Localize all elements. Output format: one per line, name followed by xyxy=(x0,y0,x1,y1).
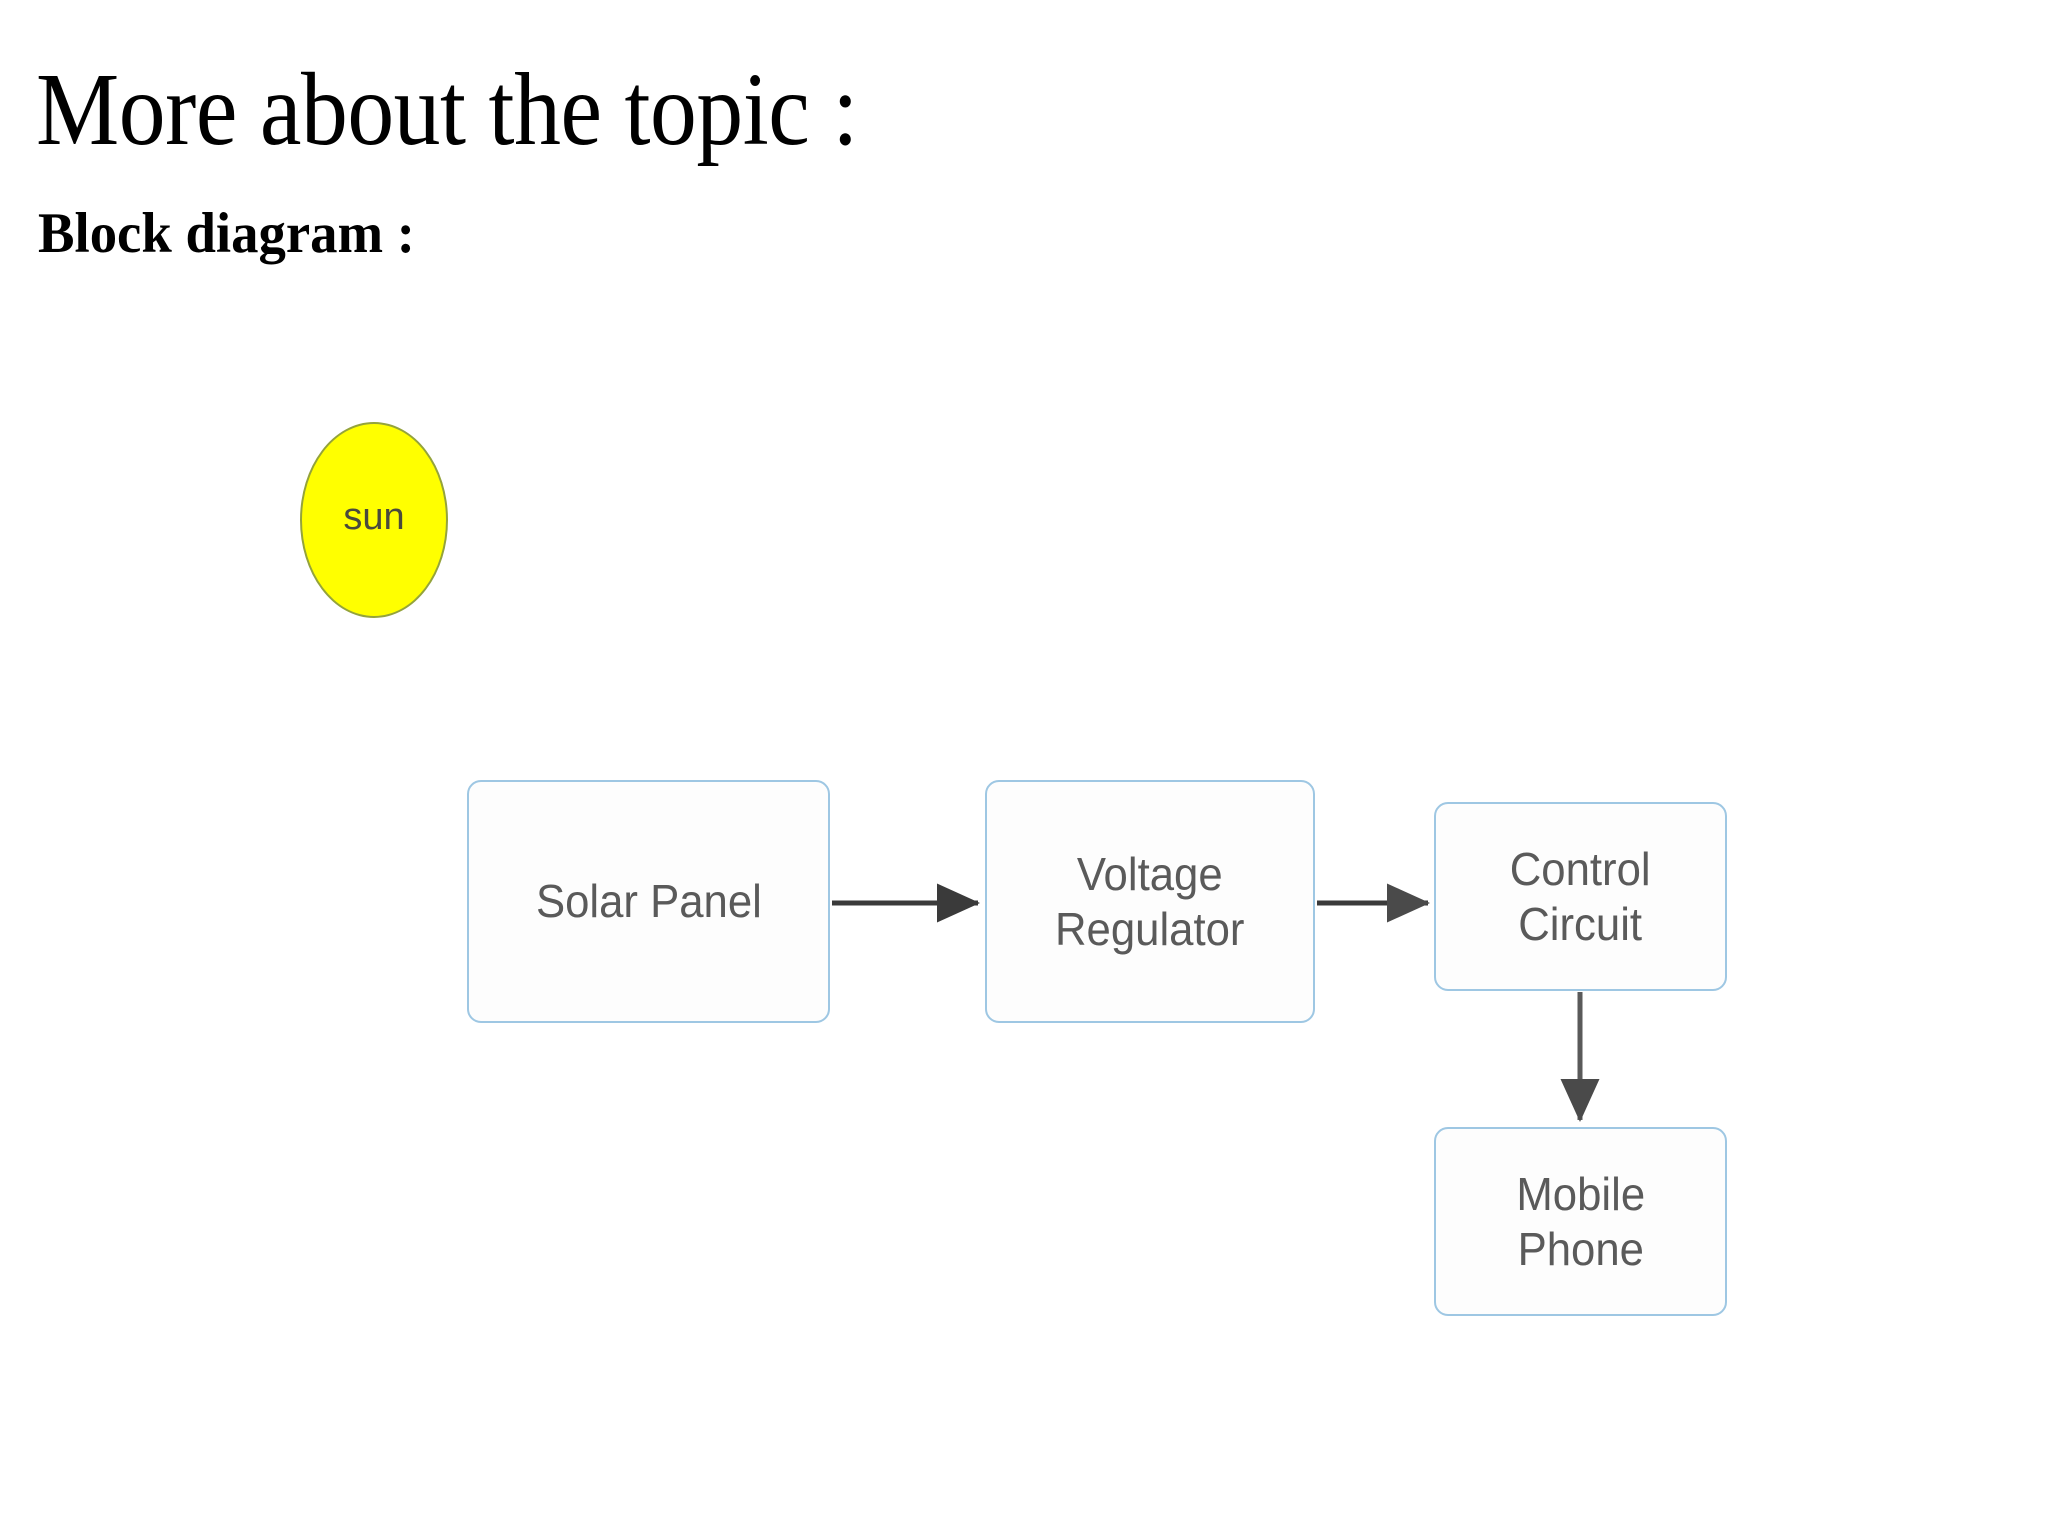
node-mobile-phone[interactable]: Mobile Phone xyxy=(1434,1127,1727,1316)
node-sun-label: sun xyxy=(343,496,405,539)
node-voltage-regulator[interactable]: Voltage Regulator xyxy=(985,780,1315,1023)
node-solar-panel[interactable]: Solar Panel xyxy=(467,780,830,1023)
node-solar-panel-label: Solar Panel xyxy=(535,875,762,928)
node-control-circuit-label: Control Circuit xyxy=(1510,843,1651,950)
node-control-circuit[interactable]: Control Circuit xyxy=(1434,802,1727,991)
section-subtitle: Block diagram : xyxy=(38,202,415,265)
node-mobile-phone-label: Mobile Phone xyxy=(1516,1168,1645,1275)
node-sun[interactable]: sun xyxy=(300,422,448,618)
page-title: More about the topic : xyxy=(36,52,858,167)
node-voltage-regulator-label: Voltage Regulator xyxy=(1055,848,1245,955)
